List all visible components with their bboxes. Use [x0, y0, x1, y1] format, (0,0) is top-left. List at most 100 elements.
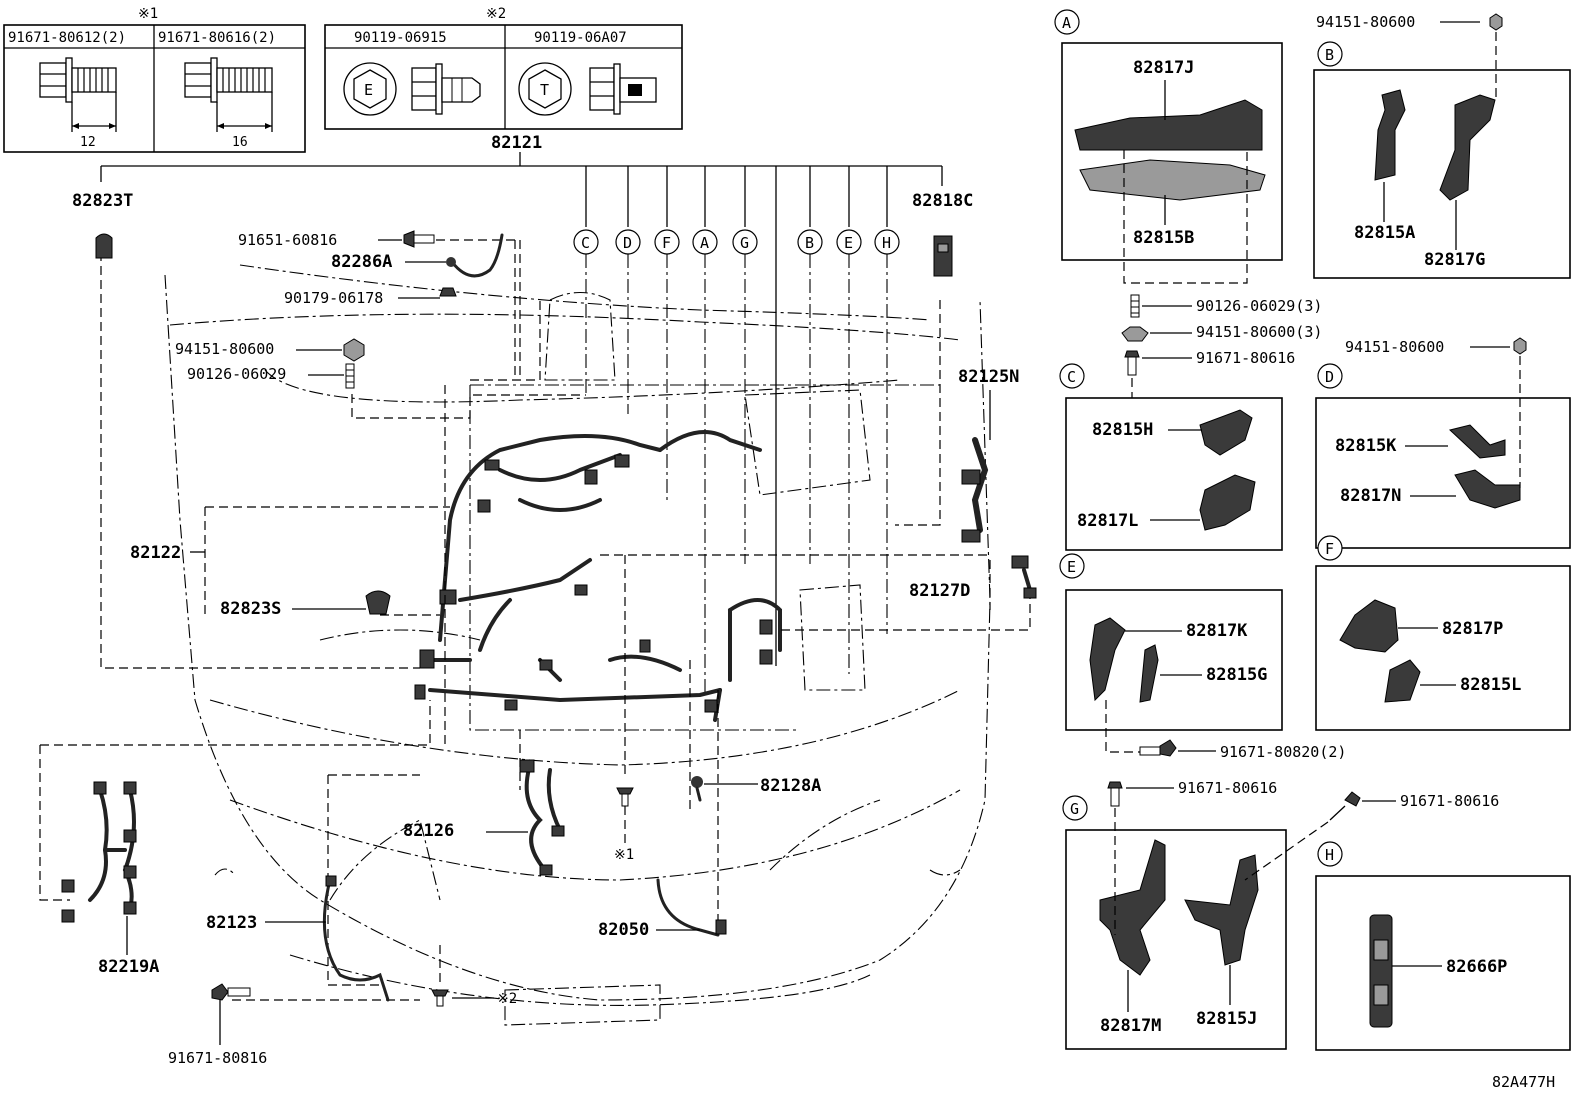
- label-d-94151-80600: 94151-80600: [1345, 338, 1444, 356]
- component-mark2-bolt: [431, 989, 449, 1007]
- label-mark-1: ※1: [614, 847, 634, 863]
- label-82126: 82126: [403, 821, 454, 841]
- component-82128a: [691, 776, 703, 802]
- circle-ref-e: E: [836, 229, 862, 255]
- component-82219a: [61, 781, 137, 923]
- table-1-part-1: 91671-80612(2): [8, 30, 126, 46]
- fastener-table-2: ※2 90119-06915 90119-06A07 E T: [324, 6, 683, 130]
- label-82817m: 82817M: [1100, 1016, 1161, 1036]
- panel-h-letter: H: [1325, 846, 1334, 864]
- label-91671-80616-c: 91671-80616: [1196, 349, 1295, 367]
- component-82125n: [961, 437, 989, 543]
- g-bolt-icon-2: [1329, 791, 1361, 821]
- panel-d-frame: [1315, 397, 1571, 549]
- component-mark1-bolt: [616, 787, 634, 807]
- table-2-part-1: 90119-06915: [354, 30, 447, 46]
- label-82815l: 82815L: [1460, 675, 1521, 695]
- vehicle-front-outline: [164, 264, 991, 1026]
- label-82815k: 82815K: [1335, 436, 1397, 456]
- label-82815j: 82815J: [1196, 1009, 1257, 1029]
- label-82219a: 82219A: [98, 957, 159, 977]
- label-82817n: 82817N: [1340, 486, 1401, 506]
- svg-text:D: D: [623, 234, 632, 252]
- label-90126-06029: 90126-06029: [187, 365, 286, 383]
- svg-text:F: F: [662, 234, 671, 252]
- label-82125n: 82125N: [958, 367, 1019, 387]
- hex-head-t-icon: T: [518, 62, 572, 116]
- panel-b-frame: [1313, 69, 1571, 279]
- label-82050: 82050: [598, 920, 649, 940]
- label-94151-80600: 94151-80600: [175, 340, 274, 358]
- circle-ref-a: A: [692, 229, 718, 255]
- label-82128a: 82128A: [760, 776, 821, 796]
- label-94151-80600-3: 94151-80600(3): [1196, 323, 1322, 341]
- g-bolt-icon-1: [1107, 781, 1123, 807]
- component-82127d: [1011, 555, 1037, 599]
- table-1-length-2: 16: [232, 135, 248, 150]
- label-82823s: 82823S: [220, 599, 281, 619]
- detail-panel-a: A 82817J 82815B: [1054, 9, 1283, 261]
- svg-text:C: C: [581, 234, 590, 252]
- fastener-table-1: ※1 91671-80612(2) 91671-80616(2) 12 16: [3, 6, 306, 153]
- flange-bolt-icon: [39, 57, 117, 132]
- main-harness-label: 82121: [491, 133, 542, 153]
- label-82286a: 82286A: [331, 252, 392, 272]
- svg-text:B: B: [805, 234, 814, 252]
- panel-a-letter: A: [1062, 14, 1071, 32]
- detail-panel-h: H 82666P: [1315, 841, 1571, 1051]
- detail-panel-d: D 82815K 82817N 94151-80600: [1315, 337, 1571, 549]
- circle-ref-d: D: [615, 229, 641, 255]
- circle-ref-g: G: [732, 229, 758, 255]
- panel-g-letter: G: [1070, 800, 1079, 818]
- symbol-e: E: [364, 81, 373, 99]
- component-82050: [656, 878, 727, 937]
- stud-bolt-e-icon: [411, 63, 481, 115]
- svg-text:H: H: [882, 234, 891, 252]
- circle-ref-group: C D F A G B E H: [573, 229, 900, 255]
- component-82823t: [95, 233, 113, 259]
- component-90126-stud: [345, 363, 355, 389]
- panel-a-frame: [1061, 42, 1283, 261]
- component-91651-bolt: [403, 230, 435, 248]
- label-82815b: 82815B: [1133, 228, 1194, 248]
- label-82823t: 82823T: [72, 191, 133, 211]
- component-91671-80816-bolt: [211, 983, 251, 1001]
- panel-f-letter: F: [1325, 540, 1334, 558]
- label-b-94151-80600: 94151-80600: [1316, 13, 1415, 31]
- circle-ref-h: H: [874, 229, 900, 255]
- component-82286a: [446, 233, 504, 278]
- circle-ref-c: C: [573, 229, 599, 255]
- panel-d-letter: D: [1325, 368, 1334, 386]
- table-1-length-1: 12: [80, 135, 96, 150]
- label-82817p: 82817P: [1442, 619, 1503, 639]
- svg-text:E: E: [844, 234, 853, 252]
- component-94151-nut: [343, 338, 365, 362]
- label-82122: 82122: [130, 543, 181, 563]
- panel-c-letter: C: [1067, 368, 1076, 386]
- label-82817g: 82817G: [1424, 250, 1485, 270]
- panel-b-letter: B: [1325, 46, 1334, 64]
- label-g-91671-80616-2: 91671-80616: [1400, 792, 1499, 810]
- svg-text:A: A: [700, 234, 709, 252]
- component-90179-nut: [439, 287, 457, 297]
- symbol-t: T: [540, 81, 549, 99]
- drawing-id: 82A477H: [1492, 1073, 1555, 1091]
- stud-bolt-t-icon: [589, 63, 657, 115]
- label-91671-80820-2: 91671-80820(2): [1220, 743, 1346, 761]
- table-1-part-2: 91671-80616(2): [158, 30, 276, 46]
- flange-bolt-icon: [184, 57, 273, 132]
- circle-ref-f: F: [654, 229, 680, 255]
- label-82817j: 82817J: [1133, 58, 1194, 78]
- label-82817k: 82817K: [1186, 621, 1248, 641]
- svg-text:G: G: [740, 234, 749, 252]
- label-82815h: 82815H: [1092, 420, 1153, 440]
- detail-panel-c: C 82815H 82817L: [1059, 363, 1283, 551]
- label-82666p: 82666P: [1446, 957, 1507, 977]
- detail-panel-e: E 82817K 82815G 91671-80820(2): [1059, 553, 1346, 761]
- label-91671-80816: 91671-80816: [168, 1049, 267, 1067]
- panel-h-frame: [1315, 875, 1571, 1051]
- engine-harness-82121: [414, 430, 782, 722]
- e-bolt-icon: [1139, 739, 1177, 757]
- label-82817l: 82817L: [1077, 511, 1138, 531]
